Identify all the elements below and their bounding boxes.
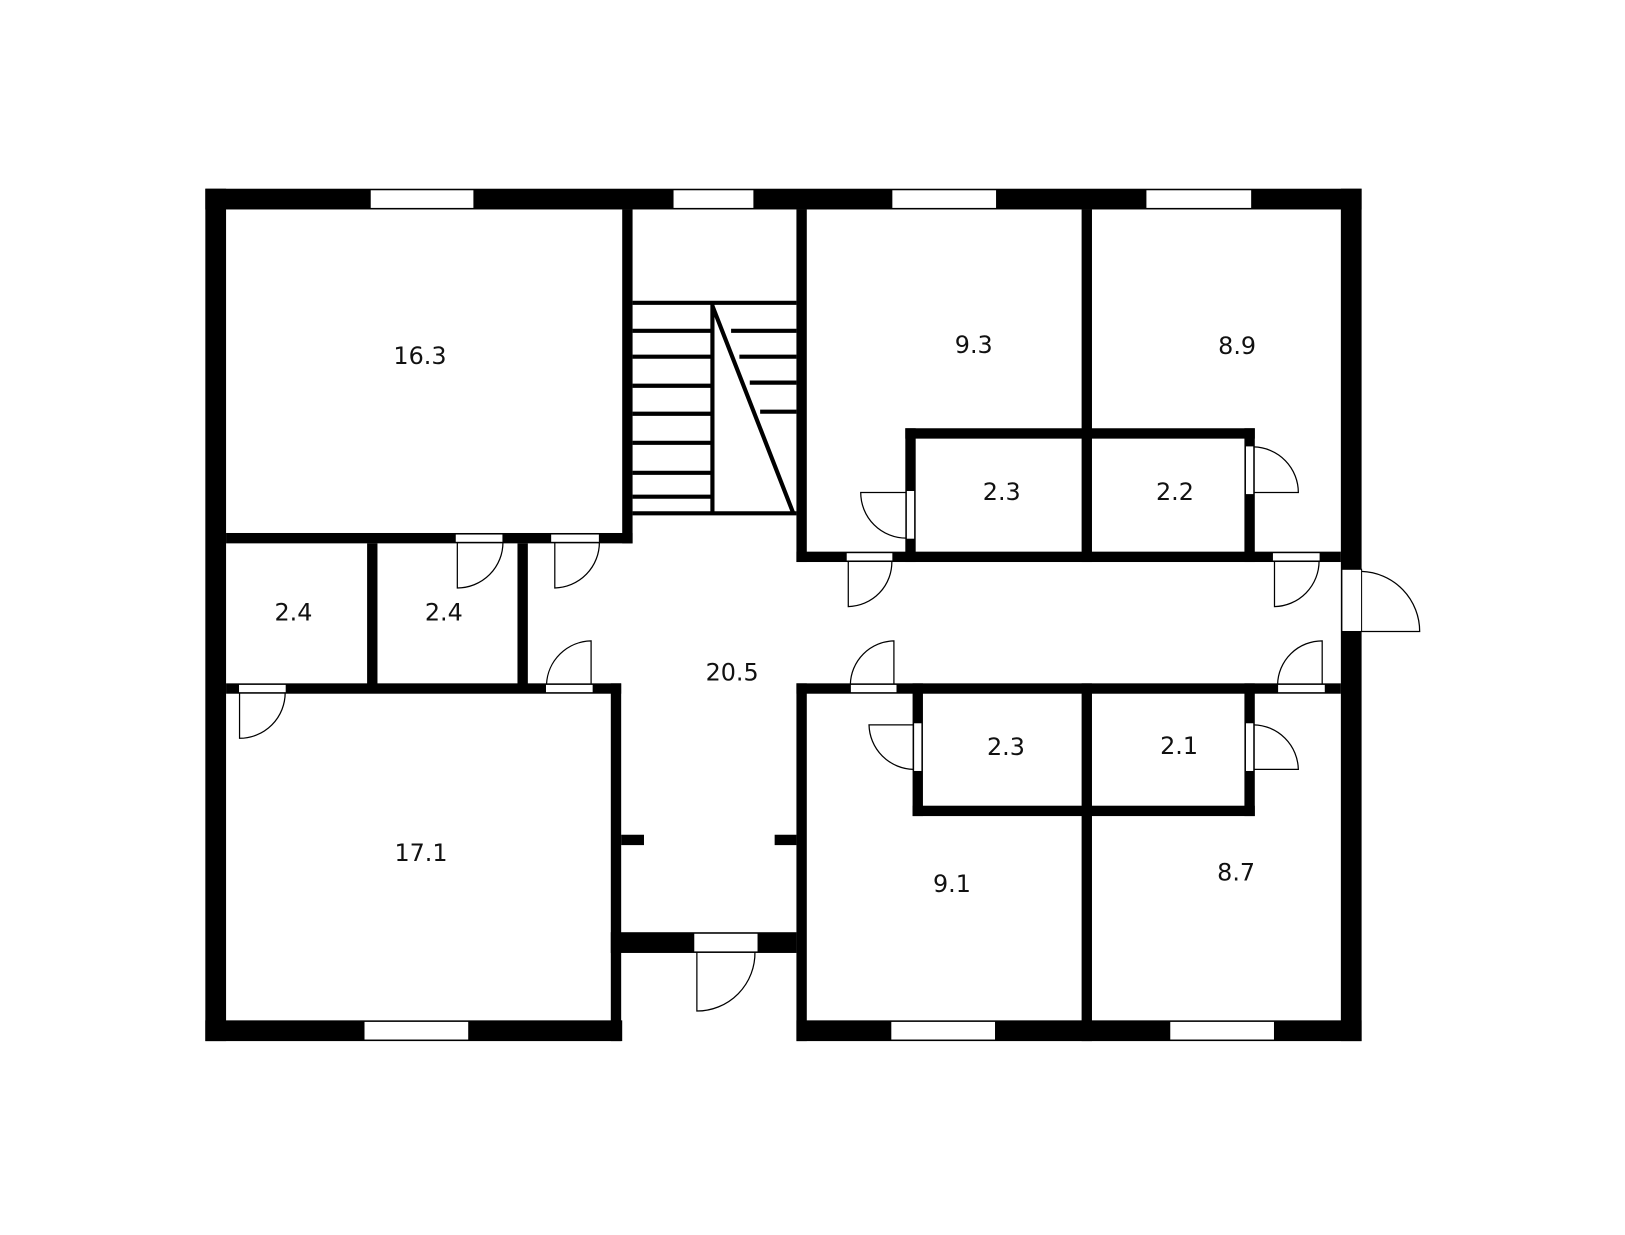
room-area-label: 8.9	[1218, 332, 1256, 360]
door-swing-icon[interactable]	[1244, 445, 1299, 496]
room-area-label: 9.3	[955, 331, 993, 359]
room-area-label: 17.1	[394, 839, 447, 867]
interior-walls	[226, 209, 1341, 1042]
door-swing-icon[interactable]	[1341, 568, 1421, 633]
room-area-label: 16.3	[393, 342, 446, 370]
window-icon	[890, 1020, 997, 1041]
window-icon	[891, 189, 998, 209]
door-swing-icon[interactable]	[868, 722, 923, 773]
outer-walls	[205, 188, 1362, 1042]
windows	[363, 189, 1276, 1041]
room-area-label: 9.1	[933, 870, 971, 898]
door-swing-icon[interactable]	[1271, 552, 1321, 608]
room-labels: 16.3 9.3 8.9 2.3 2.2 2.4 2.4 20.5 2.3 2.…	[275, 331, 1257, 898]
door-swing-icon[interactable]	[454, 533, 504, 589]
room-area-label: 8.7	[1217, 859, 1255, 887]
staircase-icon	[632, 300, 797, 516]
door-swing-icon[interactable]	[1276, 640, 1326, 694]
door-swing-icon[interactable]	[693, 932, 759, 1012]
window-icon	[1169, 1020, 1276, 1041]
room-area-label: 2.1	[1160, 732, 1198, 760]
door-swing-icon[interactable]	[1244, 722, 1299, 773]
window-icon	[369, 189, 475, 209]
room-area-label: 20.5	[706, 659, 759, 687]
door-swing-icon[interactable]	[845, 552, 894, 608]
door-swing-icon[interactable]	[849, 640, 898, 694]
door-swing-icon[interactable]	[550, 533, 601, 589]
window-icon	[363, 1020, 470, 1041]
room-area-label: 2.2	[1156, 478, 1194, 506]
window-icon	[1145, 189, 1253, 209]
door-swing-icon[interactable]	[544, 640, 594, 694]
door-swing-icon[interactable]	[237, 683, 287, 739]
room-area-label: 2.3	[983, 478, 1021, 506]
room-area-label: 2.3	[987, 733, 1025, 761]
door-swing-icon[interactable]	[860, 489, 916, 540]
room-area-label: 2.4	[275, 598, 313, 626]
window-icon	[672, 189, 755, 209]
doors	[237, 445, 1421, 1012]
room-area-label: 2.4	[425, 598, 463, 626]
